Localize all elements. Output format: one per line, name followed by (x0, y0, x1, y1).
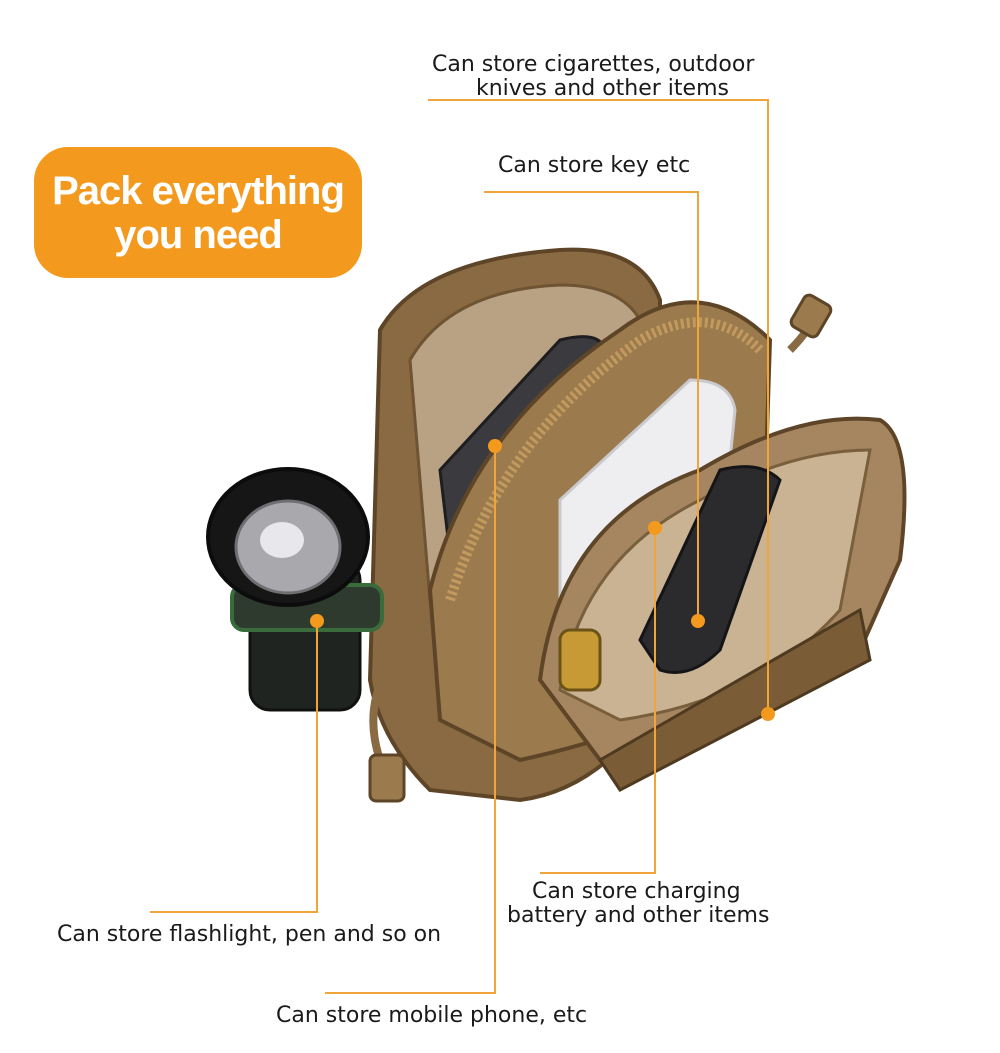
marker-key (691, 614, 705, 628)
leader-line-key (484, 191, 699, 621)
callout-flashlight: Can store flashlight, pen and so on (57, 922, 442, 947)
marker-charging (648, 521, 662, 535)
callout-cigarettes-line-1: Can store cigarettes, outdoor (432, 52, 755, 77)
cord-loop-bottom (369, 647, 404, 762)
headline-line-1: Pack everything (52, 168, 345, 213)
callout-markers (310, 439, 775, 721)
marker-cigarettes (761, 707, 775, 721)
leader-line-charging (540, 528, 656, 874)
callout-key: Can store key etc (498, 153, 691, 178)
headline-badge: Pack everything you need (34, 147, 362, 278)
marker-phone (488, 439, 502, 453)
pen (558, 628, 602, 692)
marker-flashlight (310, 614, 324, 628)
leader-line-cigarettes (428, 99, 769, 714)
molle-strap (597, 607, 872, 792)
leader-line-phone (325, 446, 496, 994)
cord-stopper-bottom (368, 753, 406, 803)
flashlight (206, 467, 384, 712)
key-fob (638, 465, 782, 674)
leader-lines (150, 99, 769, 994)
headline-line-2: you need (114, 212, 283, 257)
callout-phone: Can store mobile phone, etc (276, 1003, 588, 1028)
callout-charging-line-1: Can store charging (532, 879, 741, 904)
leader-line-flashlight (150, 621, 318, 913)
cord-stopper-top (789, 293, 833, 339)
middle-zipper (445, 317, 764, 602)
callout-cigarettes-line-2: knives and other items (476, 76, 729, 101)
callout-charging-line-2: battery and other items (507, 903, 770, 928)
